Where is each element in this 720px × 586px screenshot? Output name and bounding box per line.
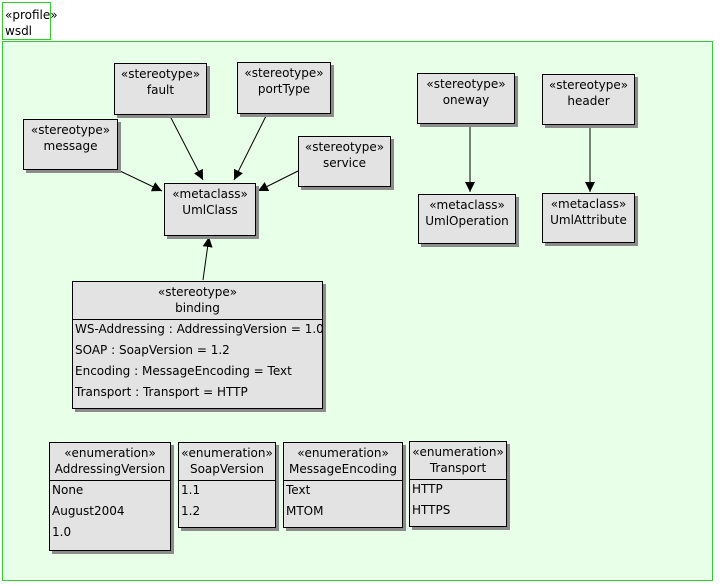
attribute-encoding: Encoding : MessageEncoding = Text bbox=[75, 364, 292, 378]
arrow-service-to-umlclass bbox=[257, 170, 299, 192]
metaclass-umloperation[interactable]: «metaclass» UmlOperation bbox=[418, 194, 516, 244]
metaclass-keyword: «metaclass» bbox=[550, 197, 627, 211]
stereotype-keyword: «stereotype» bbox=[120, 67, 201, 81]
metaclass-umlattribute[interactable]: «metaclass» UmlAttribute bbox=[542, 193, 635, 243]
literal-august2004: August2004 bbox=[52, 504, 125, 518]
literal-list: HTTP HTTPS bbox=[410, 480, 506, 521]
stereotype-keyword: «stereotype» bbox=[157, 285, 238, 299]
stereotype-name: oneway bbox=[442, 93, 490, 107]
enumeration-keyword: «enumeration» bbox=[412, 445, 504, 459]
literal-https: HTTPS bbox=[412, 503, 451, 517]
profile-stereotype: «profile» bbox=[5, 8, 58, 22]
attribute-transport: Transport : Transport = HTTP bbox=[75, 385, 248, 399]
enumeration-messageencoding[interactable]: «enumeration» MessageEncoding Text MTOM bbox=[283, 442, 403, 528]
literal-1-0: 1.0 bbox=[52, 525, 72, 539]
stereotype-keyword: «stereotype» bbox=[548, 78, 629, 92]
arrow-message-to-umlclass bbox=[117, 169, 163, 192]
compartment-divider bbox=[284, 480, 402, 481]
compartment-divider bbox=[73, 319, 322, 320]
enumeration-addressingversion[interactable]: «enumeration» AddressingVersion None Aug… bbox=[49, 442, 171, 551]
literal-list: 1.1 1.2 bbox=[179, 481, 275, 522]
arrow-fault-to-umlclass bbox=[169, 115, 204, 181]
attribute-ws-addressing: WS-Addressing : AddressingVersion = 1.0 bbox=[75, 322, 324, 336]
stereotype-porttype[interactable]: «stereotype» portType bbox=[237, 62, 331, 114]
stereotype-name: portType bbox=[257, 82, 311, 96]
enumeration-transport[interactable]: «enumeration» Transport HTTP HTTPS bbox=[409, 441, 507, 527]
compartment-divider bbox=[410, 479, 506, 480]
stereotype-oneway[interactable]: «stereotype» oneway bbox=[417, 73, 515, 124]
stereotype-name: header bbox=[567, 94, 610, 108]
enumeration-keyword: «enumeration» bbox=[64, 446, 156, 460]
enumeration-keyword: «enumeration» bbox=[297, 446, 389, 460]
metaclass-umlclass[interactable]: «metaclass» UmlClass bbox=[164, 183, 256, 236]
stereotype-name: message bbox=[43, 139, 98, 153]
stereotype-keyword: «stereotype» bbox=[30, 123, 111, 137]
stereotype-name: fault bbox=[146, 83, 175, 97]
enumeration-name: SoapVersion bbox=[189, 462, 265, 476]
stereotype-keyword: «stereotype» bbox=[304, 140, 385, 154]
stereotype-header[interactable]: «stereotype» header bbox=[542, 74, 635, 125]
literal-http: HTTP bbox=[412, 482, 443, 496]
attribute-list: WS-Addressing : AddressingVersion = 1.0 … bbox=[73, 320, 324, 403]
metaclass-name: UmlOperation bbox=[425, 214, 509, 228]
metaclass-keyword: «metaclass» bbox=[429, 198, 505, 212]
metaclass-name: UmlAttribute bbox=[550, 213, 627, 227]
stereotype-keyword: «stereotype» bbox=[426, 77, 506, 91]
stereotype-keyword: «stereotype» bbox=[244, 66, 324, 80]
stereotype-fault[interactable]: «stereotype» fault bbox=[114, 63, 207, 115]
literal-list: Text MTOM bbox=[284, 481, 402, 522]
attribute-soap: SOAP : SoapVersion = 1.2 bbox=[75, 343, 230, 357]
stereotype-name: service bbox=[323, 156, 366, 170]
compartment-divider bbox=[179, 480, 275, 481]
metaclass-keyword: «metaclass» bbox=[172, 187, 248, 201]
enumeration-keyword: «enumeration» bbox=[181, 446, 273, 460]
stereotype-message[interactable]: «stereotype» message bbox=[23, 119, 118, 170]
enumeration-soapversion[interactable]: «enumeration» SoapVersion 1.1 1.2 bbox=[178, 442, 276, 528]
stereotype-service[interactable]: «stereotype» service bbox=[298, 136, 391, 187]
literal-list: None August2004 1.0 bbox=[50, 481, 170, 543]
stereotype-name: binding bbox=[175, 301, 220, 315]
stereotype-binding[interactable]: «stereotype» binding WS-Addressing : Add… bbox=[72, 281, 324, 409]
literal-none: None bbox=[52, 483, 84, 497]
enumeration-name: MessageEncoding bbox=[289, 462, 397, 476]
compartment-divider bbox=[50, 480, 170, 481]
metaclass-name: UmlClass bbox=[182, 203, 238, 217]
literal-mtom: MTOM bbox=[286, 504, 324, 518]
arrow-binding-to-umlclass bbox=[202, 236, 213, 281]
literal-1-1: 1.1 bbox=[181, 483, 201, 497]
literal-text: Text bbox=[286, 483, 311, 497]
profile-tab: «profile» wsdl bbox=[2, 2, 58, 40]
enumeration-name: AddressingVersion bbox=[54, 462, 166, 476]
enumeration-name: Transport bbox=[429, 461, 487, 475]
profile-name: wsdl bbox=[5, 24, 33, 38]
literal-1-2: 1.2 bbox=[181, 504, 201, 518]
arrow-porttype-to-umlclass bbox=[233, 115, 267, 181]
